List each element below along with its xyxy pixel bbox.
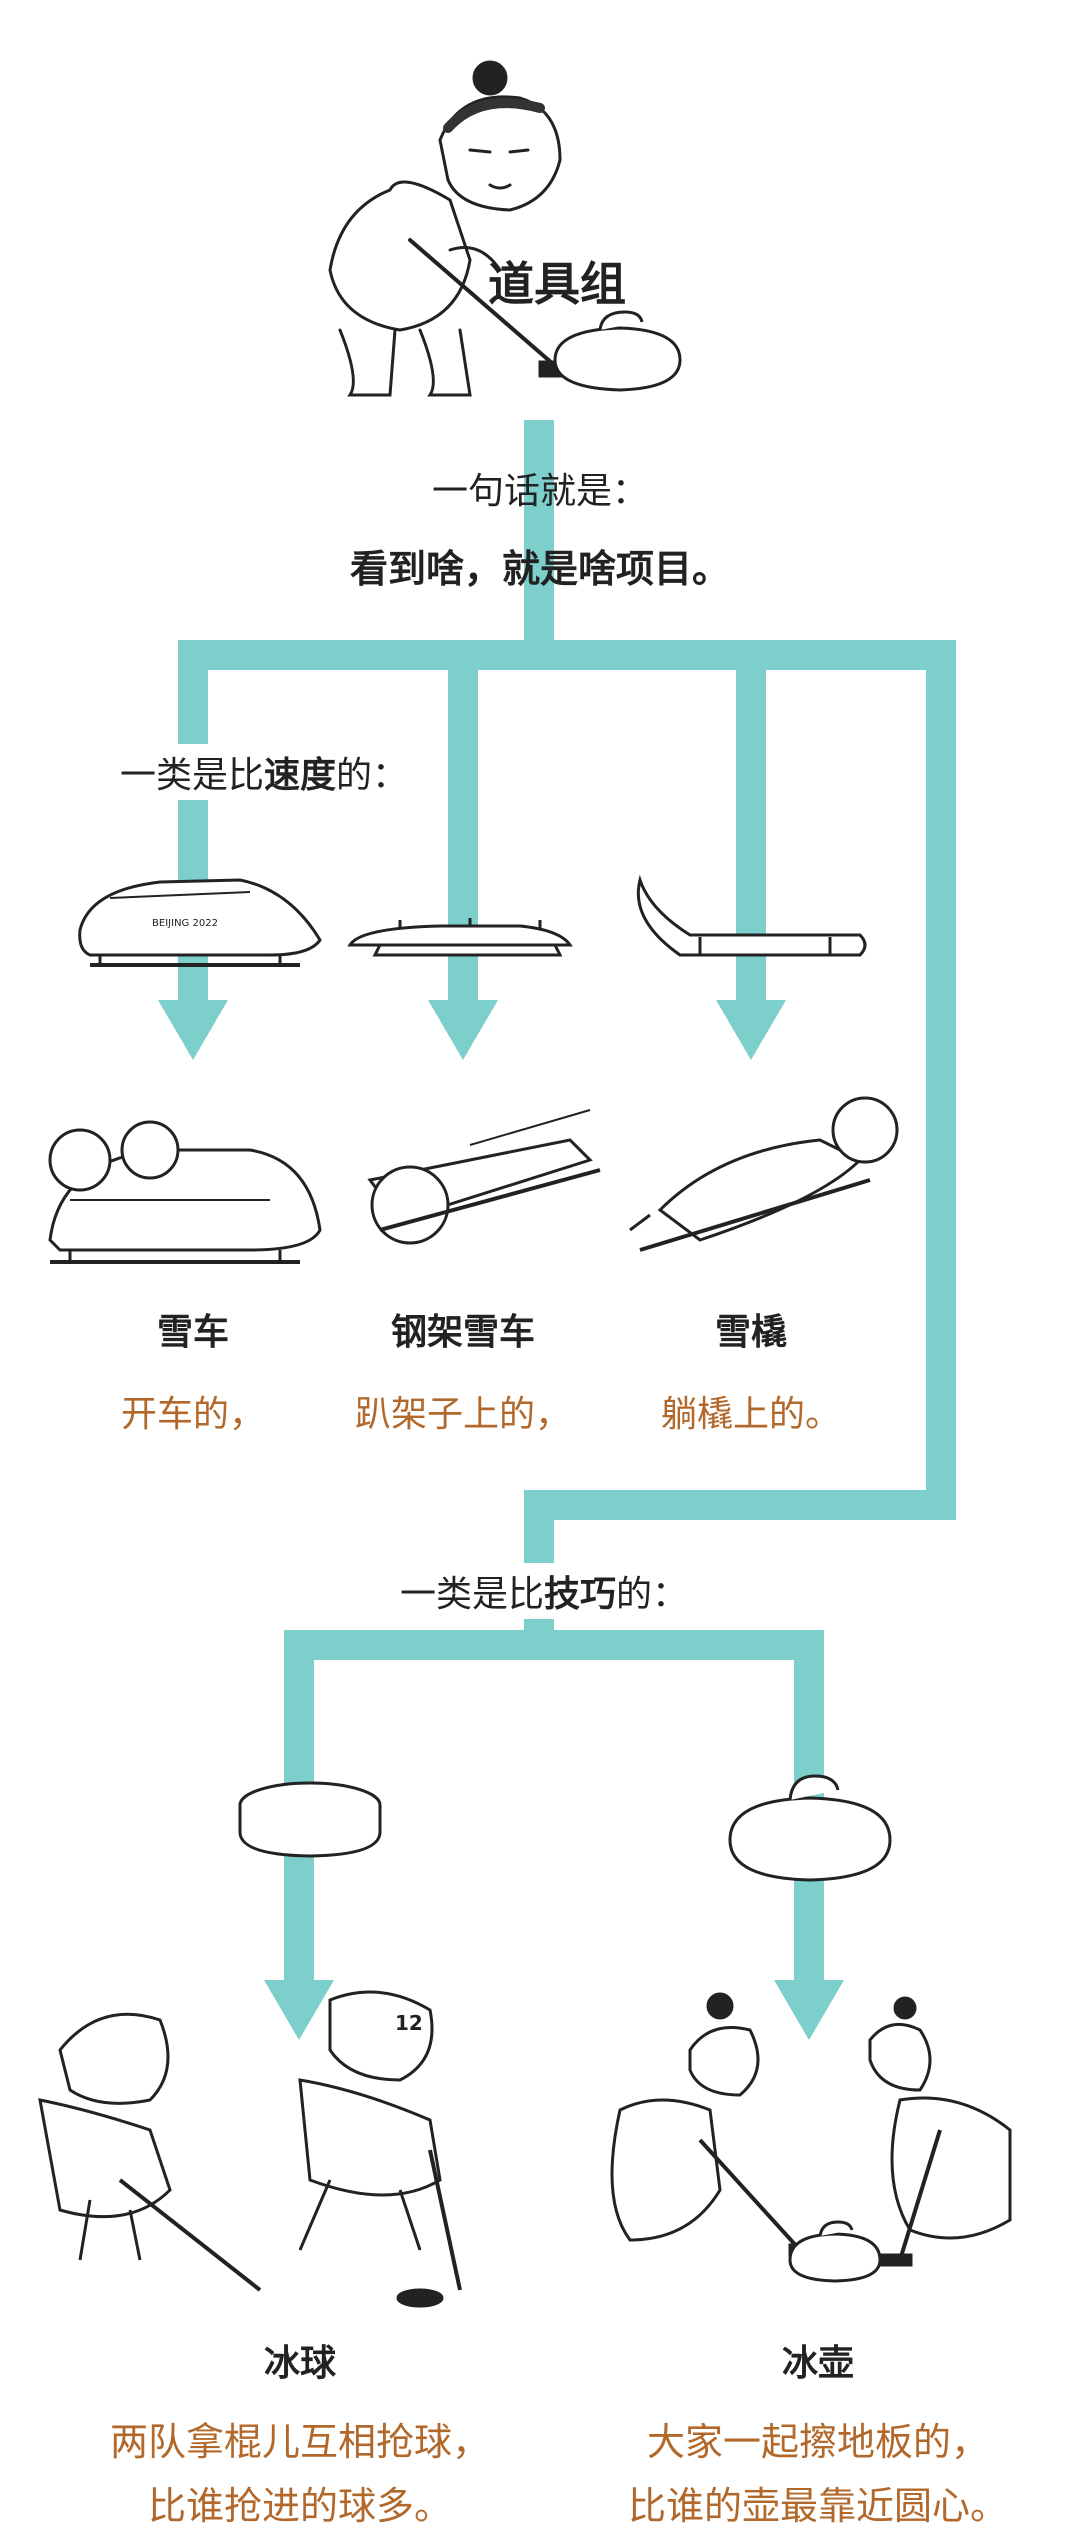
category-skill-label: 一类是比技巧的： xyxy=(396,1563,693,1619)
arrow-luge xyxy=(716,1000,786,1060)
category-speed-label: 一类是比速度的： xyxy=(116,744,413,800)
category-skill-prefix: 一类是比 xyxy=(400,1574,545,1615)
branch-bar-skill xyxy=(284,1630,824,1660)
item-name-hockey: 冰球 xyxy=(263,2343,337,2384)
category-skill-suffix: 的： xyxy=(616,1574,689,1615)
bobsled-body-text: BEIJING 2022 xyxy=(152,918,218,929)
skeleton-sled-icon xyxy=(347,918,573,957)
category-speed-bold: 速度 xyxy=(264,755,337,796)
branch-right-horizontal xyxy=(524,1490,956,1520)
branch-right-vertical xyxy=(926,640,956,1510)
category-skill-bold: 技巧 xyxy=(544,1574,617,1615)
item-desc-curling-line2: 比谁的壶最靠近圆心。 xyxy=(627,2484,1009,2528)
arrow-skeleton xyxy=(428,1000,498,1060)
item-desc-hockey-line2: 比谁抢进的球多。 xyxy=(147,2484,453,2528)
bobsled-icon xyxy=(78,878,322,967)
category-speed-prefix: 一类是比 xyxy=(120,755,265,796)
luge-rider-illustration xyxy=(629,1096,899,1252)
item-desc-luge: 躺橇上的。 xyxy=(660,1394,842,1435)
item-name-curling: 冰壶 xyxy=(781,2343,855,2384)
arrow-hockey xyxy=(264,1980,334,2040)
item-desc-curling-line1: 大家一起擦地板的， xyxy=(646,2420,990,2464)
title-props-group: 道具组 xyxy=(488,257,626,311)
curler-character-illustration xyxy=(328,60,592,397)
category-speed-suffix: 的： xyxy=(336,755,409,796)
skeleton-rider-illustration xyxy=(367,1109,601,1245)
curling-stone-top-illustration xyxy=(553,310,682,392)
helmet-number: 12 xyxy=(395,2011,423,2035)
trunk-top xyxy=(524,420,554,650)
intro-line-2: 看到啥，就是啥项目。 xyxy=(349,547,731,591)
item-name-skeleton: 钢架雪车 xyxy=(390,1312,536,1353)
curling-pair-illustration xyxy=(610,1992,1012,2283)
item-name-bobsled: 雪车 xyxy=(156,1312,230,1353)
hockey-players-illustration xyxy=(38,1990,462,2308)
arrow-bobsled xyxy=(158,1000,228,1060)
item-name-luge: 雪橇 xyxy=(714,1312,788,1353)
branch-bar-speed xyxy=(178,640,956,670)
item-desc-skeleton: 趴架子上的， xyxy=(354,1394,572,1435)
intro-line-1: 一句话就是： xyxy=(431,471,649,512)
arrow-curling xyxy=(774,1980,844,2040)
item-desc-hockey-line1: 两队拿棍儿互相抢球， xyxy=(109,2420,491,2464)
luge-icon xyxy=(636,874,867,957)
bobsled-team-illustration xyxy=(48,1120,322,1264)
curling-stone-icon xyxy=(728,1774,892,1882)
flow-arrows xyxy=(158,1000,844,2040)
item-desc-curling: 大家一起擦地板的， 比谁的壶最靠近圆心。 xyxy=(628,2410,1008,2538)
hockey-puck-icon xyxy=(238,1781,382,1858)
item-desc-hockey: 两队拿棍儿互相抢球， 比谁抢进的球多。 xyxy=(110,2410,490,2538)
item-desc-bobsled: 开车的， xyxy=(120,1394,266,1435)
